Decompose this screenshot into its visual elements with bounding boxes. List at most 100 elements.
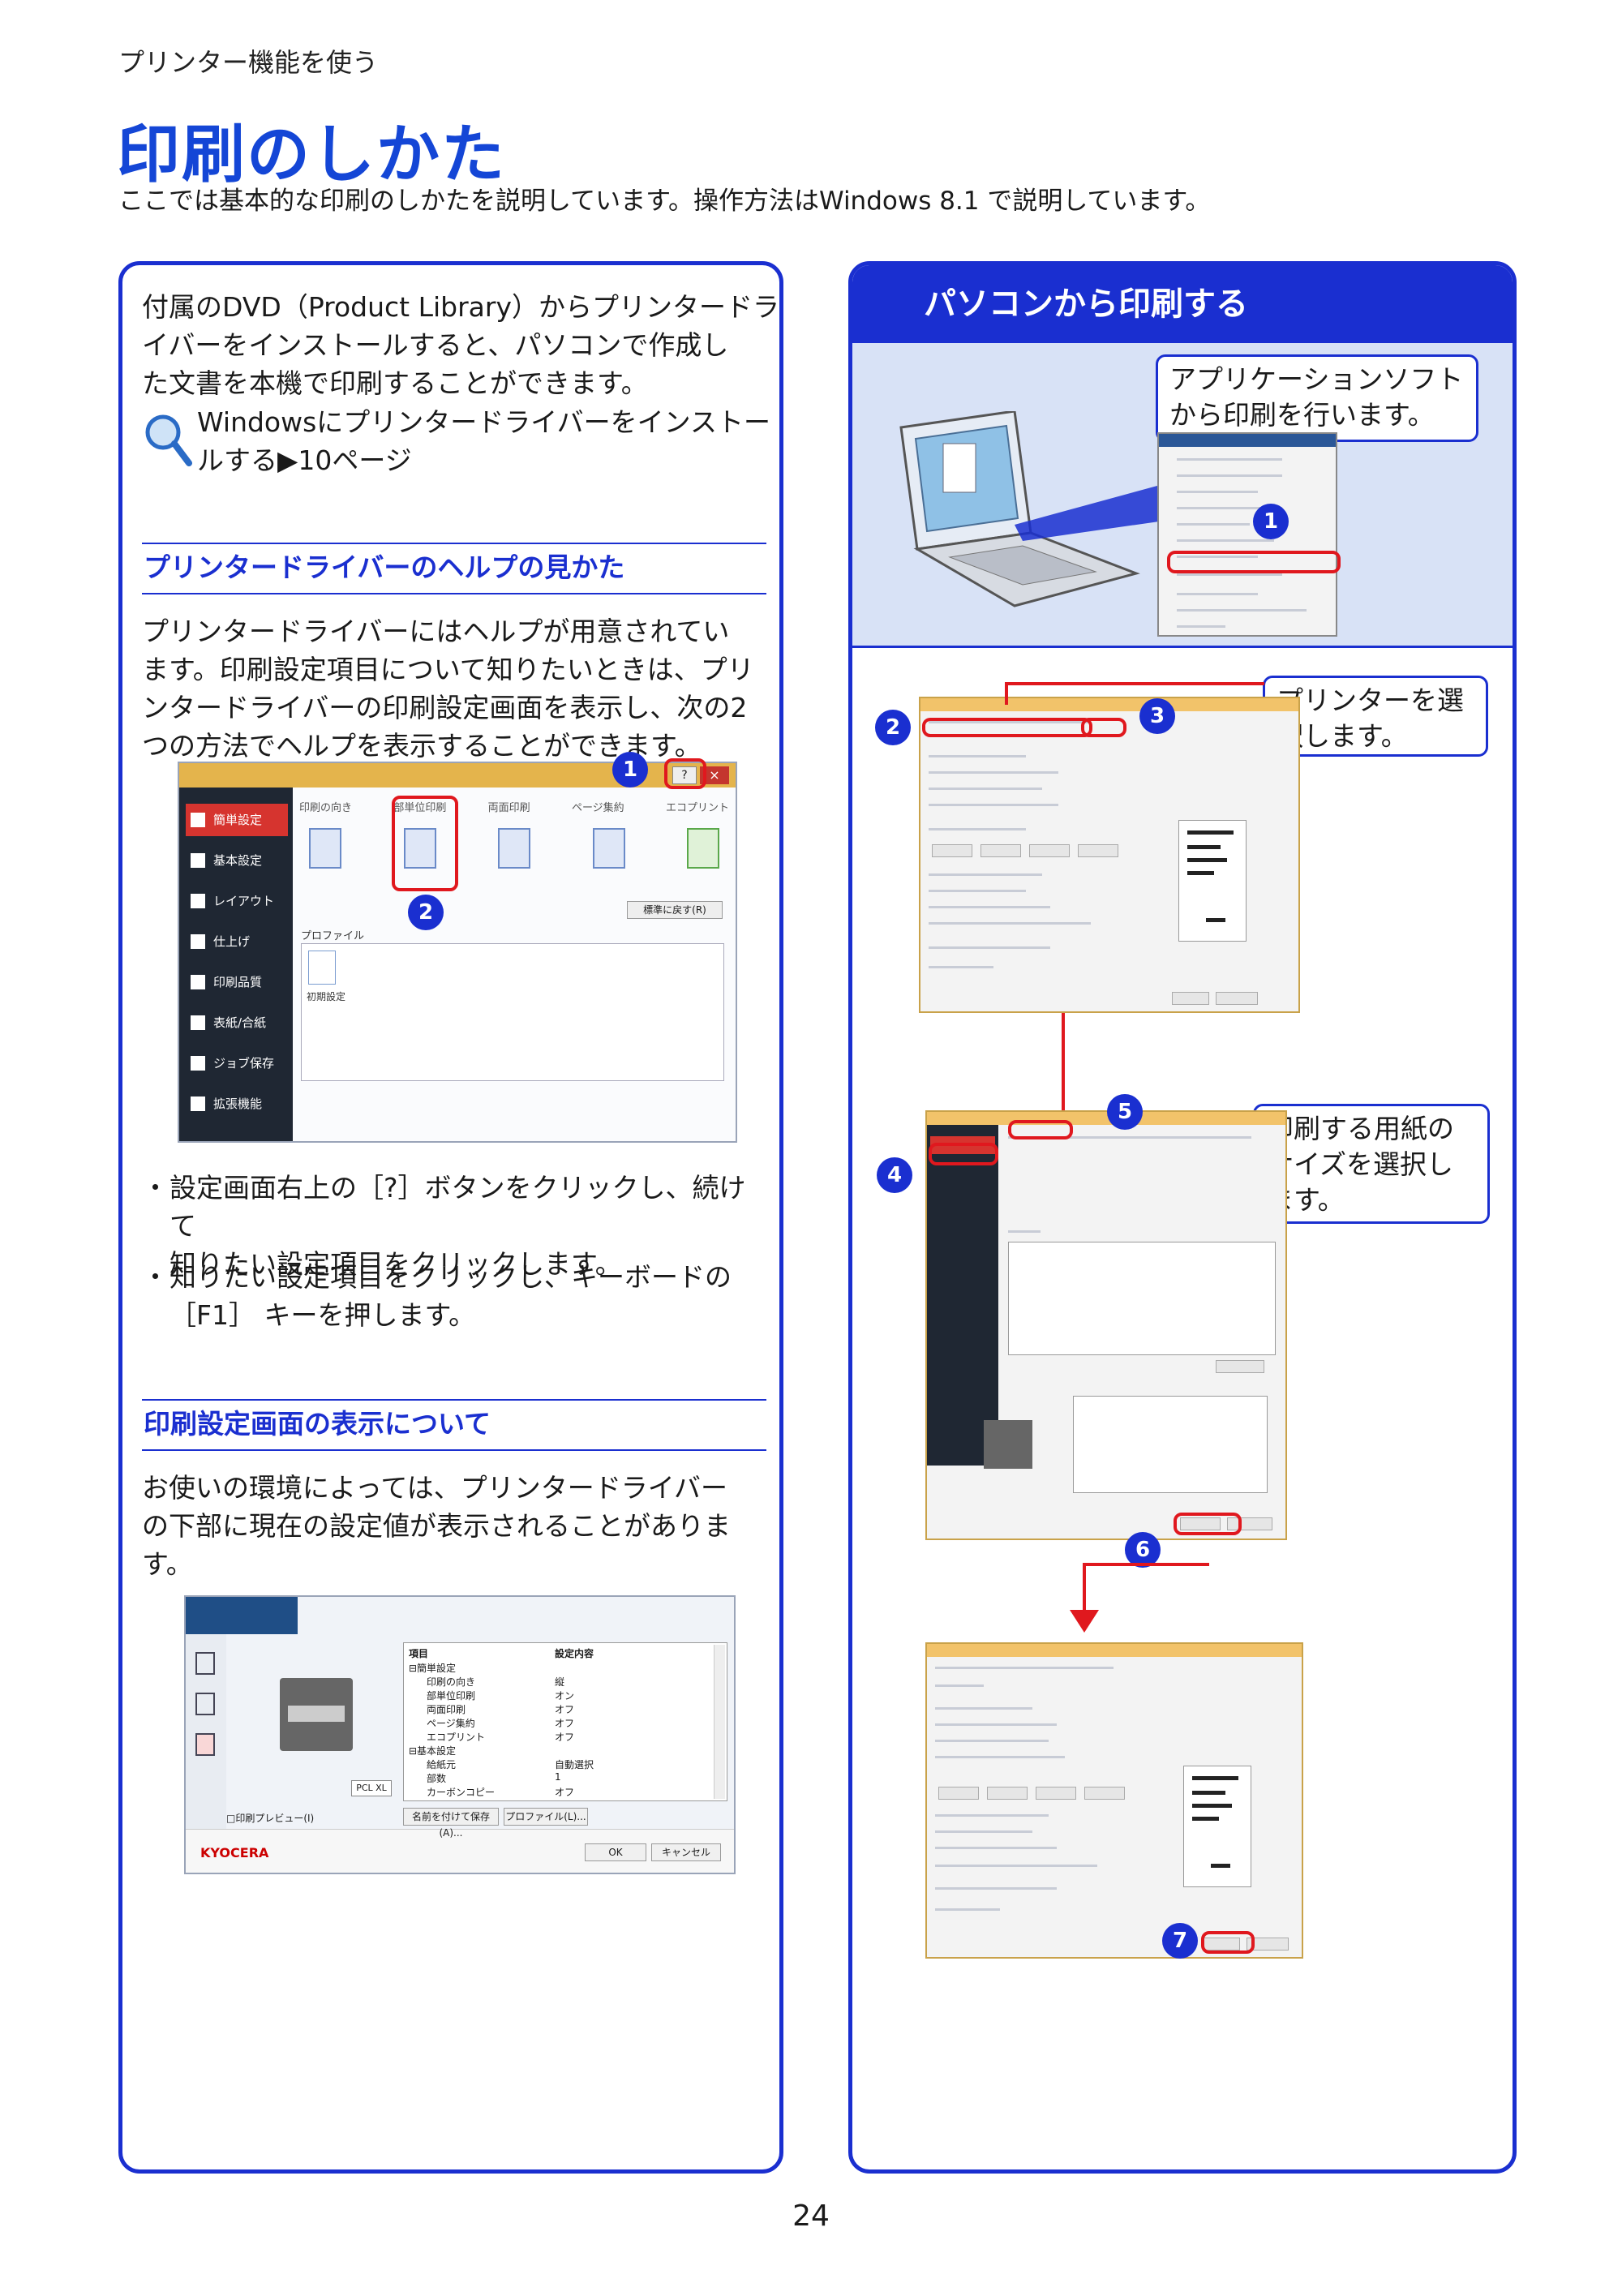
profile-document-icon[interactable] <box>308 951 336 985</box>
page-preview <box>1183 1766 1251 1887</box>
cancel-button[interactable] <box>1247 1938 1289 1951</box>
sidebar-item-quality[interactable]: 印刷品質 <box>186 966 288 998</box>
tab-collate[interactable]: 部単位印刷 <box>393 802 447 814</box>
step-badge-2: 2 <box>875 710 911 745</box>
highlight-basic-tab <box>929 1143 998 1165</box>
file-menu-screenshot <box>1157 432 1337 637</box>
ok-button[interactable] <box>1180 1517 1221 1530</box>
small-booklet-button[interactable] <box>1078 844 1118 857</box>
table-row[interactable]: カーボンコピーオフ <box>427 1787 575 1798</box>
bullet-f1-key: ・ 知りたい設定項目をクリックし、キーボードの ［F1］ キーを押します。 <box>142 1261 732 1331</box>
sidebar-item-layout[interactable]: レイアウト <box>186 885 288 917</box>
summary-screenshot: PCL XL 項目 設定内容 ⊟簡単設定 印刷の向き縦 部単位印刷オン 両面印刷… <box>184 1595 736 1874</box>
left-panel: 付属のDVD（Product Library）からプリンタードラ イバーをインス… <box>118 261 783 2174</box>
page-number: 24 <box>792 2199 830 2233</box>
page-preview <box>1178 820 1247 942</box>
basic-icon <box>191 853 205 868</box>
step-badge-1: 1 <box>612 752 648 788</box>
poster-button[interactable] <box>987 1787 1028 1800</box>
table-row[interactable]: エコプリントオフ <box>427 1732 575 1743</box>
callout-app-print: アプリケーションソフトから印刷を行います。 <box>1156 354 1478 442</box>
layout-icon <box>191 894 205 908</box>
table-row[interactable]: 両面印刷オフ <box>427 1704 575 1715</box>
ok-button[interactable]: OK <box>585 1843 646 1861</box>
close-button[interactable]: × <box>700 766 729 784</box>
highlight-ok-button <box>1174 1513 1242 1535</box>
connector-line <box>1084 1563 1209 1566</box>
printer-image <box>984 1420 1032 1469</box>
tab-orientation[interactable]: 印刷の向き <box>299 802 353 814</box>
duplex-icon[interactable] <box>498 828 530 869</box>
help-button[interactable]: ? <box>672 766 697 784</box>
subhead-display: 印刷設定画面の表示について <box>142 1399 766 1451</box>
tab-nup[interactable]: ページ集約 <box>571 802 624 814</box>
collate-icon[interactable] <box>403 828 436 869</box>
table-row[interactable]: ページ集約オフ <box>427 1718 575 1729</box>
sidebar-item-basic[interactable]: 基本設定 <box>186 844 288 877</box>
list-icon <box>195 1693 215 1715</box>
connector-line <box>1083 1563 1086 1613</box>
sidebar-item-cover[interactable]: 表紙/合紙 <box>186 1006 288 1039</box>
table-row[interactable]: 部単位印刷オン <box>427 1690 575 1702</box>
intro-paragraph: 付属のDVD（Product Library）からプリンタードラ イバーをインス… <box>142 291 779 399</box>
table-row[interactable]: ⊟簡単設定 <box>409 1663 457 1674</box>
cancel-button[interactable] <box>1216 992 1258 1005</box>
step-badge-2: 2 <box>408 895 444 930</box>
table-row[interactable]: 給紙元自動選択 <box>427 1759 594 1770</box>
sidebar-item-advanced[interactable]: 拡張機能 <box>186 1088 288 1120</box>
booklet-button[interactable] <box>1036 1787 1076 1800</box>
small-booklet-button[interactable] <box>1084 1787 1125 1800</box>
tab-duplex[interactable]: 両面印刷 <box>487 802 530 814</box>
save-as-button[interactable]: 名前を付けて保存(A)... <box>403 1808 499 1839</box>
booklet-button[interactable] <box>1029 844 1070 857</box>
size-button[interactable] <box>932 844 972 857</box>
table-row[interactable]: ⊟基本設定 <box>409 1745 457 1757</box>
cover-icon <box>191 1015 205 1030</box>
cancel-button[interactable]: キャンセル <box>651 1843 721 1861</box>
settings-summary-table: 項目 設定内容 ⊟簡単設定 印刷の向き縦 部単位印刷オン 両面印刷オフ ページ集… <box>403 1642 727 1801</box>
table-scrollbar[interactable] <box>714 1645 725 1799</box>
help-paragraph: プリンタードライバーにはヘルプが用意されてい ます。印刷設定項目について知りたい… <box>142 616 754 762</box>
arrow-down-icon <box>1070 1610 1099 1633</box>
step-badge-7: 7 <box>1162 1923 1198 1959</box>
table-row[interactable]: 印刷の向き縦 <box>427 1676 565 1688</box>
advanced-icon <box>191 1097 205 1111</box>
step-badge-6: 6 <box>1125 1532 1161 1568</box>
reference-link[interactable]: Windowsにプリンタードライバーをインストー ルする▶10ページ <box>197 406 770 476</box>
print-dialog-screenshot <box>919 697 1300 1013</box>
nup-icon[interactable] <box>592 828 625 869</box>
reset-button[interactable] <box>1216 1360 1264 1373</box>
ecoprint-leaf-icon[interactable] <box>687 828 719 869</box>
print-button[interactable] <box>1172 992 1209 1005</box>
display-paragraph: お使いの環境によっては、プリンタードライバー の下部に現在の設定値が表示されるこ… <box>142 1472 731 1580</box>
finishing-icon <box>191 934 205 949</box>
orientation-icon[interactable] <box>309 828 341 869</box>
profile-button[interactable]: プロファイル(L)... <box>504 1808 588 1826</box>
highlight-printer-name <box>922 718 1092 737</box>
setting-icons <box>309 828 719 877</box>
window-titlebar <box>179 763 736 788</box>
sidebar-item-finishing[interactable]: 仕上げ <box>186 925 288 958</box>
settings-summary <box>1073 1396 1268 1493</box>
profile-default-label: 初期設定 <box>307 991 346 1002</box>
laptop-icon <box>899 411 1161 607</box>
preview-checkbox[interactable]: □印刷プレビュー(I) <box>226 1813 315 1824</box>
connector-line <box>1005 682 1008 705</box>
tab-ecoprint[interactable]: エコプリント <box>665 802 729 814</box>
summary-top-bar <box>186 1597 298 1634</box>
step-badge-4: 4 <box>877 1157 912 1193</box>
highlight-print-button <box>1201 1931 1255 1954</box>
sidebar-item-quick[interactable]: 簡単設定 <box>186 804 288 836</box>
size-button[interactable] <box>938 1787 979 1800</box>
highlight-help-button <box>664 758 706 789</box>
sidebar-item-job[interactable]: ジョブ保存 <box>186 1047 288 1079</box>
job-icon <box>191 1056 205 1071</box>
highlight-paper-size <box>1008 1120 1073 1139</box>
reset-button[interactable]: 標準に戻す(R) <box>627 901 723 919</box>
poster-button[interactable] <box>980 844 1021 857</box>
callout-select-paper: 印刷する用紙のサイズを選択します。 <box>1253 1104 1490 1224</box>
profile-box: 初期設定 <box>301 943 724 1081</box>
step-badge-1: 1 <box>1253 504 1289 539</box>
highlight-setting-item <box>392 796 458 891</box>
